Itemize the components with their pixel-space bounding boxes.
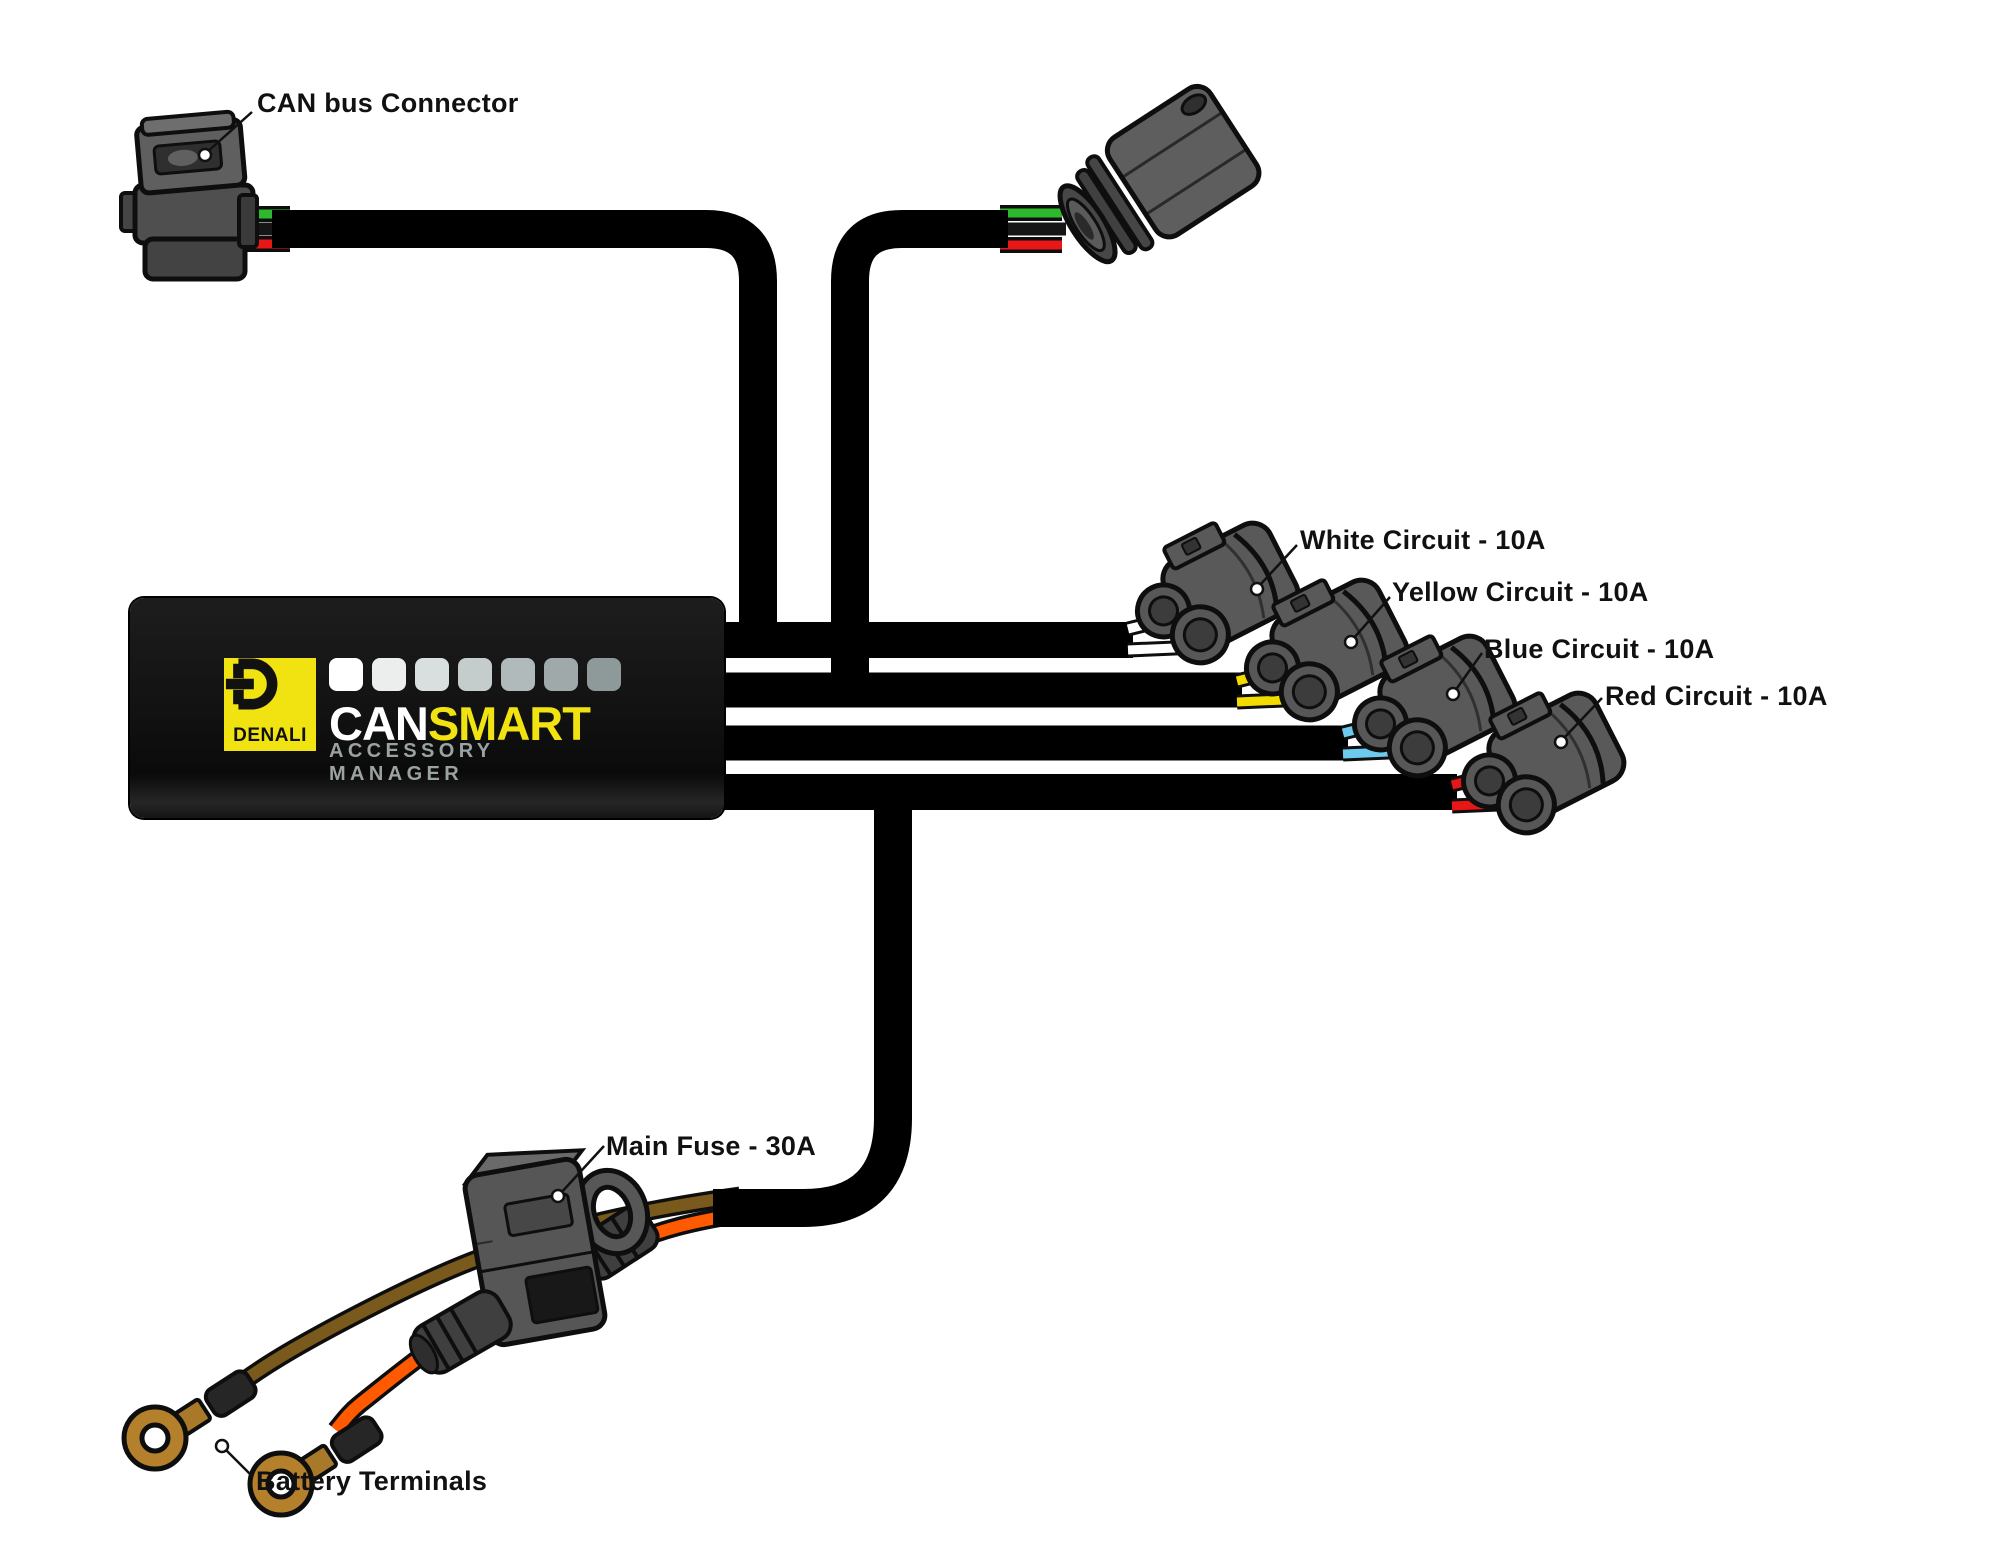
- battery-terminal-orange: [247, 1415, 384, 1518]
- can-bus-connector: [119, 109, 259, 282]
- yellow-circuit-label: Yellow Circuit - 10A: [1392, 577, 1649, 607]
- can-cable-left: [272, 210, 777, 650]
- led-square: [329, 658, 363, 691]
- denali-d-icon: [225, 658, 278, 710]
- product-name-smart: SMART: [427, 697, 591, 750]
- product-name-can: CAN: [329, 697, 429, 750]
- can-cable-right: [831, 210, 1008, 698]
- led-square: [458, 658, 492, 691]
- power-cable: [713, 788, 912, 1227]
- led-indicator-row: [329, 658, 627, 691]
- can-bus-label: CAN bus Connector: [257, 88, 519, 118]
- denali-badge: DENALI: [224, 658, 316, 751]
- battery-terminal-brown: [121, 1369, 258, 1472]
- fuse-boot-left: [408, 1289, 513, 1375]
- led-square: [372, 658, 406, 691]
- leader-lines: [205, 111, 1603, 1478]
- led-square: [587, 658, 621, 691]
- brand-name: DENALI: [233, 725, 307, 746]
- led-square: [415, 658, 449, 691]
- leader-dots: [197, 147, 1569, 1454]
- led-square: [501, 658, 535, 691]
- red-circuit-label: Red Circuit - 10A: [1605, 681, 1828, 711]
- can-male-plug: [1057, 83, 1262, 265]
- battery-terminals-label: Battery Terminals: [256, 1466, 488, 1496]
- main-fuse-holder: [408, 1148, 660, 1375]
- harness-cables: [272, 210, 1457, 1227]
- product-subtitle: ACCESSORY MANAGER: [329, 740, 495, 785]
- blue-circuit-label: Blue Circuit - 10A: [1484, 634, 1715, 664]
- main-fuse-label: Main Fuse - 30A: [606, 1131, 817, 1161]
- led-square: [544, 658, 578, 691]
- white-circuit-label: White Circuit - 10A: [1300, 525, 1546, 555]
